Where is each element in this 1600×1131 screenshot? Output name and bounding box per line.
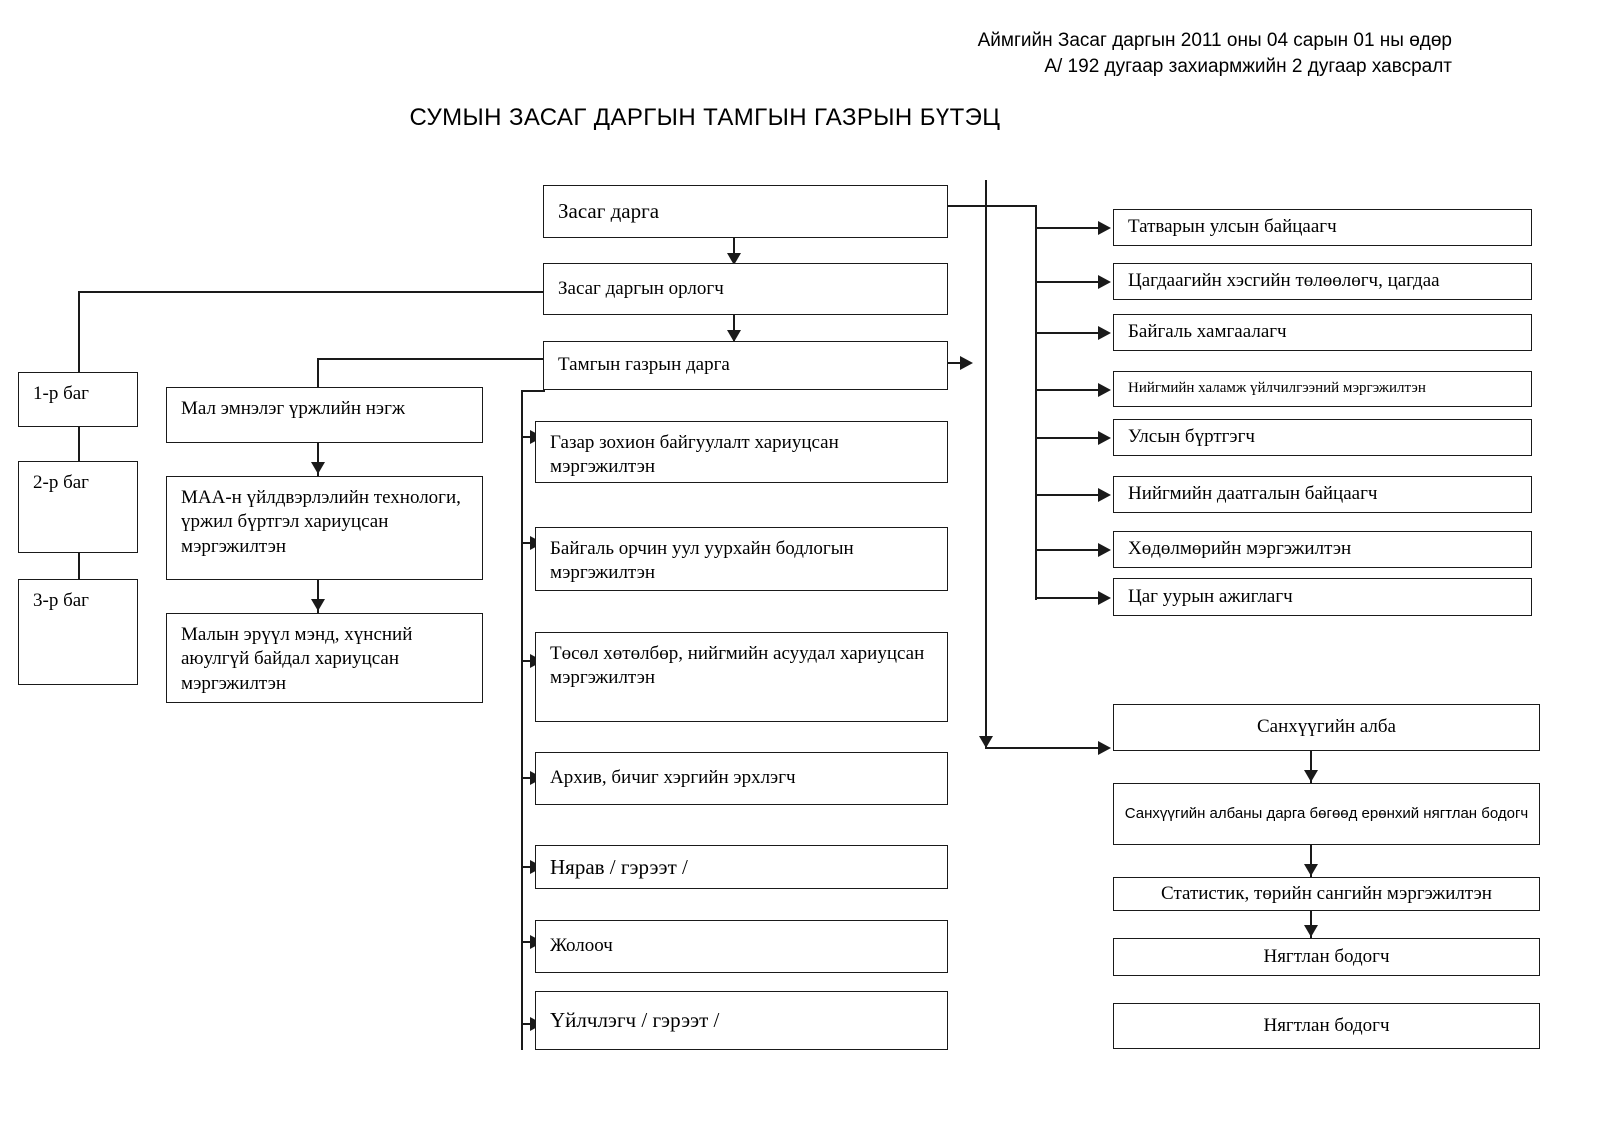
arrow-f1-f2: [1304, 770, 1318, 782]
connector-gov-finance-horizontal: [985, 747, 1101, 749]
node-vet-health[interactable]: Малын эрүүл мэнд, хүнсний аюулгүй байдал…: [166, 613, 483, 703]
node-archivist[interactable]: Архив, бичиг хэргийн эрхлэгч: [535, 752, 948, 805]
node-land-specialist[interactable]: Газар зохион байгуулалт хариуцсан мэргэж…: [535, 421, 948, 483]
node-deputy-governor[interactable]: Засаг даргын орлогч: [543, 263, 948, 315]
node-bag-3[interactable]: 3-р баг: [18, 579, 138, 685]
node-labour-specialist[interactable]: Хөдөлмөрийн мэргэжилтэн: [1113, 531, 1532, 568]
connector-bus-r3: [1035, 332, 1101, 334]
arrow-bus-r4: [1098, 383, 1111, 397]
connector-bus-spec6: [521, 941, 535, 943]
connector-f2-f3: [1310, 845, 1312, 877]
arrow-bus-r1: [1098, 221, 1111, 235]
node-accountant-1[interactable]: Нягтлан бодогч: [1113, 938, 1540, 976]
arrow-deputy-chief: [727, 330, 741, 342]
node-accountant-2[interactable]: Нягтлан бодогч: [1113, 1003, 1540, 1049]
node-project-specialist[interactable]: Төсөл хөтөлбөр, нийгмийн асуудал хариуцс…: [535, 632, 948, 722]
connector-bus-r2: [1035, 281, 1101, 283]
node-welfare-specialist[interactable]: Нийгмийн халамж үйлчилгээний мэргэжилтэн: [1113, 371, 1532, 407]
connector-f3-f4: [1310, 911, 1312, 938]
connector-bus-spec5: [521, 866, 535, 868]
arrow-gov-deputy: [727, 253, 741, 265]
connector-gov-right-horizontal: [948, 205, 1036, 207]
header-line-2: А/ 192 дугаар захиармжийн 2 дугаар хавср…: [1044, 56, 1452, 77]
node-governor[interactable]: Засаг дарга: [543, 185, 948, 238]
node-nature-ranger[interactable]: Байгаль хамгаалагч: [1113, 314, 1532, 351]
connector-vet2-vet3: [317, 580, 319, 613]
connector-bus-spec1: [521, 436, 535, 438]
connector-bus-r4: [1035, 389, 1101, 391]
page-title: СУМЫН ЗАСАГ ДАРГЫН ТАМГЫН ГАЗРЫН БҮТЭЦ: [0, 104, 1600, 132]
connector-bag2-bag3: [78, 553, 80, 579]
connector-bus-spec7: [521, 1023, 535, 1025]
arrow-bus-r7: [1098, 543, 1111, 557]
connector-bus-spec3: [521, 660, 535, 662]
page-title-text: СУМЫН ЗАСАГ ДАРГЫН ТАМГЫН ГАЗРЫН БҮТЭЦ: [409, 104, 1001, 131]
node-chief-of-staff[interactable]: Тамгын газрын дарга: [543, 341, 948, 390]
connector-bus-spec4: [521, 777, 535, 779]
connector-gov-right-bus: [1035, 205, 1037, 600]
connector-bus-r7: [1035, 549, 1101, 551]
connector-deputy-bag-horizontal: [78, 291, 543, 293]
connector-deputy-bag-vertical: [78, 291, 80, 372]
arrow-bus-r2: [1098, 275, 1111, 289]
arrow-gov-down-finance: [979, 736, 993, 748]
connector-bag1-bag2: [78, 427, 80, 461]
node-storekeeper[interactable]: Нярав / гэрээт /: [535, 845, 948, 889]
connector-bus-r8: [1035, 597, 1101, 599]
node-cleaner[interactable]: Үйлчлэгч / гэрээт /: [535, 991, 948, 1050]
node-state-registrar[interactable]: Улсын бүртгэгч: [1113, 419, 1532, 456]
node-finance-office[interactable]: Санхүүгийн алба: [1113, 704, 1540, 751]
node-finance-head[interactable]: Санхүүгийн албаны дарга бөгөөд ерөнхий н…: [1113, 783, 1540, 845]
connector-chief-right: [948, 362, 964, 364]
arrow-bus-r3: [1098, 326, 1111, 340]
connector-bus-r1: [1035, 227, 1101, 229]
node-environment-specialist[interactable]: Байгаль орчин уул уурхайн бодлогын мэргэ…: [535, 527, 948, 591]
connector-specialists-bus: [521, 390, 523, 1050]
node-police-representative[interactable]: Цагдаагийн хэсгийн төлөөлөгч, цагдаа: [1113, 263, 1532, 300]
connector-bus-r6: [1035, 494, 1101, 496]
node-bag-2[interactable]: 2-р баг: [18, 461, 138, 553]
arrow-bus-r5: [1098, 431, 1111, 445]
arrow-gov-finance: [1098, 741, 1111, 755]
node-social-insurance-inspector[interactable]: Нийгмийн даатгалын байцаагч: [1113, 476, 1532, 513]
node-vet-technology[interactable]: МАА-н үйлдвэрлэлийн технологи, үржил бүр…: [166, 476, 483, 580]
arrow-chief-right: [960, 356, 973, 370]
connector-chief-vet-horizontal: [317, 358, 543, 360]
arrow-bus-r8: [1098, 591, 1111, 605]
connector-f1-f2: [1310, 751, 1312, 783]
header-line-1: Аймгийн Засаг даргын 2011 оны 04 сарын 0…: [977, 30, 1452, 51]
connector-chief-bus-horizontal: [521, 390, 545, 392]
arrow-bus-r6: [1098, 488, 1111, 502]
connector-deputy-chief: [733, 315, 735, 341]
connector-gov-deputy: [733, 238, 735, 263]
node-weather-observer[interactable]: Цаг уурын ажиглагч: [1113, 578, 1532, 616]
node-tax-inspector[interactable]: Татварын улсын байцаагч: [1113, 209, 1532, 246]
connector-bus-spec2: [521, 542, 535, 544]
node-vet-unit[interactable]: Мал эмнэлэг үржлийн нэгж: [166, 387, 483, 443]
connector-bus-r5: [1035, 437, 1101, 439]
connector-gov-vertical-main: [985, 180, 987, 748]
node-bag-1[interactable]: 1-р баг: [18, 372, 138, 427]
connector-chief-vet-vertical: [317, 358, 319, 387]
arrow-f3-f4: [1304, 925, 1318, 937]
arrow-vet1-vet2: [311, 462, 325, 474]
connector-vet1-vet2: [317, 443, 319, 476]
arrow-vet2-vet3: [311, 599, 325, 611]
node-driver[interactable]: Жолооч: [535, 920, 948, 973]
arrow-f2-f3: [1304, 864, 1318, 876]
node-statistics-specialist[interactable]: Статистик, төрийн сангийн мэргэжилтэн: [1113, 877, 1540, 911]
